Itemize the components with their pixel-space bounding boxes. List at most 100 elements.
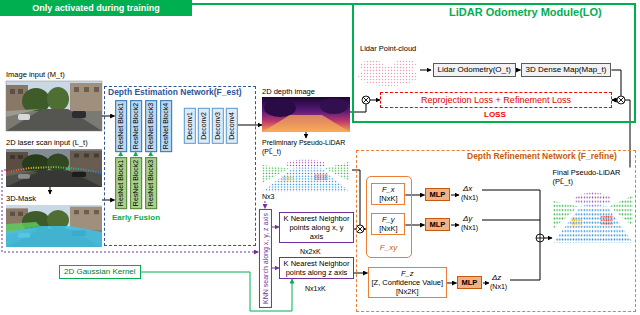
node-text: Reprojection Loss + Refinement Loss (421, 95, 571, 106)
node-text: ResNet Block3 (147, 159, 155, 205)
node-text: Final Pseudo-LiDAR (PL̂_t) (553, 168, 633, 187)
point-cloud: Preliminary Pseudo-LiDAR (PL̃_t) Nx3 (262, 138, 352, 201)
annotation-label: (Nx1) (461, 224, 478, 232)
annotation-label: Nx1xK (305, 285, 326, 293)
annotation-label: (Nx1) (490, 283, 507, 291)
connector-arrow (405, 225, 424, 226)
node-text: 3D-Mask (6, 194, 102, 205)
input-image: 2D laser scan input (L_t) (6, 138, 102, 187)
node-text: ResNet Block2 (132, 159, 140, 205)
connector-arrow (271, 268, 279, 269)
picture-slot (262, 156, 352, 192)
connector-arrow (120, 152, 121, 157)
connector-arrow (50, 187, 51, 194)
connector-arrow (265, 201, 266, 209)
node-text: Deconv2 (199, 112, 207, 140)
node-text: ResNet Block2 (132, 102, 140, 148)
label-slot: Nx2xK (300, 248, 321, 256)
label-slot: Lidar Point-cloud (360, 45, 416, 54)
node-text: F_z (372, 269, 444, 278)
mask-block: ResNet Block1 (115, 156, 127, 208)
node-text: Preliminary Pseudo-LiDAR (PL̃_t) (262, 138, 352, 156)
connector-arrow (306, 132, 307, 138)
picture-slot (6, 81, 102, 131)
feature-box: F_x[NxK] (371, 183, 405, 205)
connector-arrow (611, 70, 621, 100)
resnet-block: ResNet Block4 (160, 99, 172, 151)
mask-block: ResNet Block2 (130, 156, 142, 208)
feature-box: F_y[NxK] (371, 213, 405, 235)
connector-arrow (405, 195, 424, 196)
node-text: MLP (462, 278, 478, 287)
deconv-block: Deconv3 (211, 108, 223, 144)
node-text: KNN search along x, y, z axis (260, 213, 269, 304)
connector-arrow (352, 170, 366, 229)
label-slot: (Nx1) (490, 283, 507, 291)
node-text: Nx3 (262, 192, 352, 201)
node-text: ResNet Block4 (162, 102, 170, 148)
label-slot: Δy (463, 214, 472, 223)
label-slot: Δx (463, 184, 472, 193)
node-text: [NxK] (375, 224, 401, 233)
label-slot: Δz (492, 273, 501, 282)
node-text: Depth Estimation Network(F_est) (108, 87, 258, 97)
connector-arrow (447, 283, 456, 284)
depth-image: 2D depth image (262, 87, 350, 132)
node-text: Only activated during training (32, 3, 160, 14)
feature-box: F_z[Z, Confidence Value][Nx2K] (368, 267, 448, 298)
node-text: ResNet Block3 (147, 102, 155, 148)
node-text: ResNet Block1 (117, 102, 125, 148)
node-text: [Nx2K] (372, 287, 444, 296)
connector-arrow (135, 152, 136, 157)
banner-tab: Only activated during training (0, 0, 192, 16)
node-text: F_x (375, 185, 401, 194)
node-text: Deconv1 (185, 112, 193, 140)
process-box: Lidar Odometry(O_t) (433, 63, 516, 77)
process-box: K Nearest Neighbor points along x, y axi… (279, 212, 354, 243)
node-text: F_xy (367, 243, 411, 252)
node-text: F_y (375, 215, 401, 224)
node-text: MLP (430, 190, 446, 199)
label-slot: (Nx1) (461, 224, 478, 232)
node-text: Depth Refinement Network (F_refine) (467, 151, 640, 161)
label-slot: LOSS (484, 110, 506, 119)
loss-box: Reprojection Loss + Refinement Loss (380, 92, 612, 108)
deconv-block: Deconv2 (197, 108, 209, 144)
deconv-block: Deconv1 (183, 108, 195, 144)
node-text: MLP (430, 220, 446, 229)
deconv-block: Deconv4 (225, 108, 237, 144)
node-text: LiDAR Odometry Module(LO) (449, 6, 640, 19)
annotation-label: LOSS (484, 110, 506, 119)
label-slot: Nx1xK (305, 285, 326, 293)
resnet-block: ResNet Block3 (145, 99, 157, 151)
feature-group: F_xyF_x[NxK]F_y[NxK] (366, 176, 412, 258)
picture-slot (262, 97, 350, 132)
node-text: Deconv4 (227, 112, 235, 140)
kernel-box: 2D Gaussian Kernel (59, 265, 141, 279)
mlp-box: MLP (457, 276, 483, 289)
connector-arrow (271, 227, 279, 228)
input-image: Image input (M_t) (6, 70, 102, 131)
connector-arrow (237, 125, 262, 126)
label-slot: Early Fusion (112, 213, 160, 222)
annotation-label: Δz (492, 273, 501, 282)
mlp-box: MLP (425, 188, 451, 201)
node-text: Image input (M_t) (6, 70, 102, 81)
annotation-label: Early Fusion (112, 213, 160, 222)
node-text: Lidar Odometry(O_t) (438, 65, 511, 75)
annotation-label: Lidar Point-cloud (360, 45, 416, 54)
mask-image: 3D-Mask (6, 194, 102, 247)
picture-slot (553, 187, 633, 243)
connector-arrow (150, 152, 151, 157)
resnet-block: ResNet Block2 (130, 99, 142, 151)
node-text: K Nearest Neighbor points along z axis (282, 259, 351, 277)
point-cloud: Final Pseudo-LiDAR (PL̂_t) (553, 168, 633, 243)
label-slot: (Nx1) (461, 194, 478, 202)
picture-slot (6, 205, 102, 247)
node-text: 2D Gaussian Kernel (64, 267, 136, 277)
annotation-label: Nx2xK (300, 248, 321, 256)
node-text: Deconv3 (213, 112, 221, 140)
resnet-block: ResNet Block1 (115, 99, 127, 151)
node-text: [NxK] (375, 194, 401, 203)
node-text: K Nearest Neighbor points along x, y axi… (282, 214, 351, 241)
